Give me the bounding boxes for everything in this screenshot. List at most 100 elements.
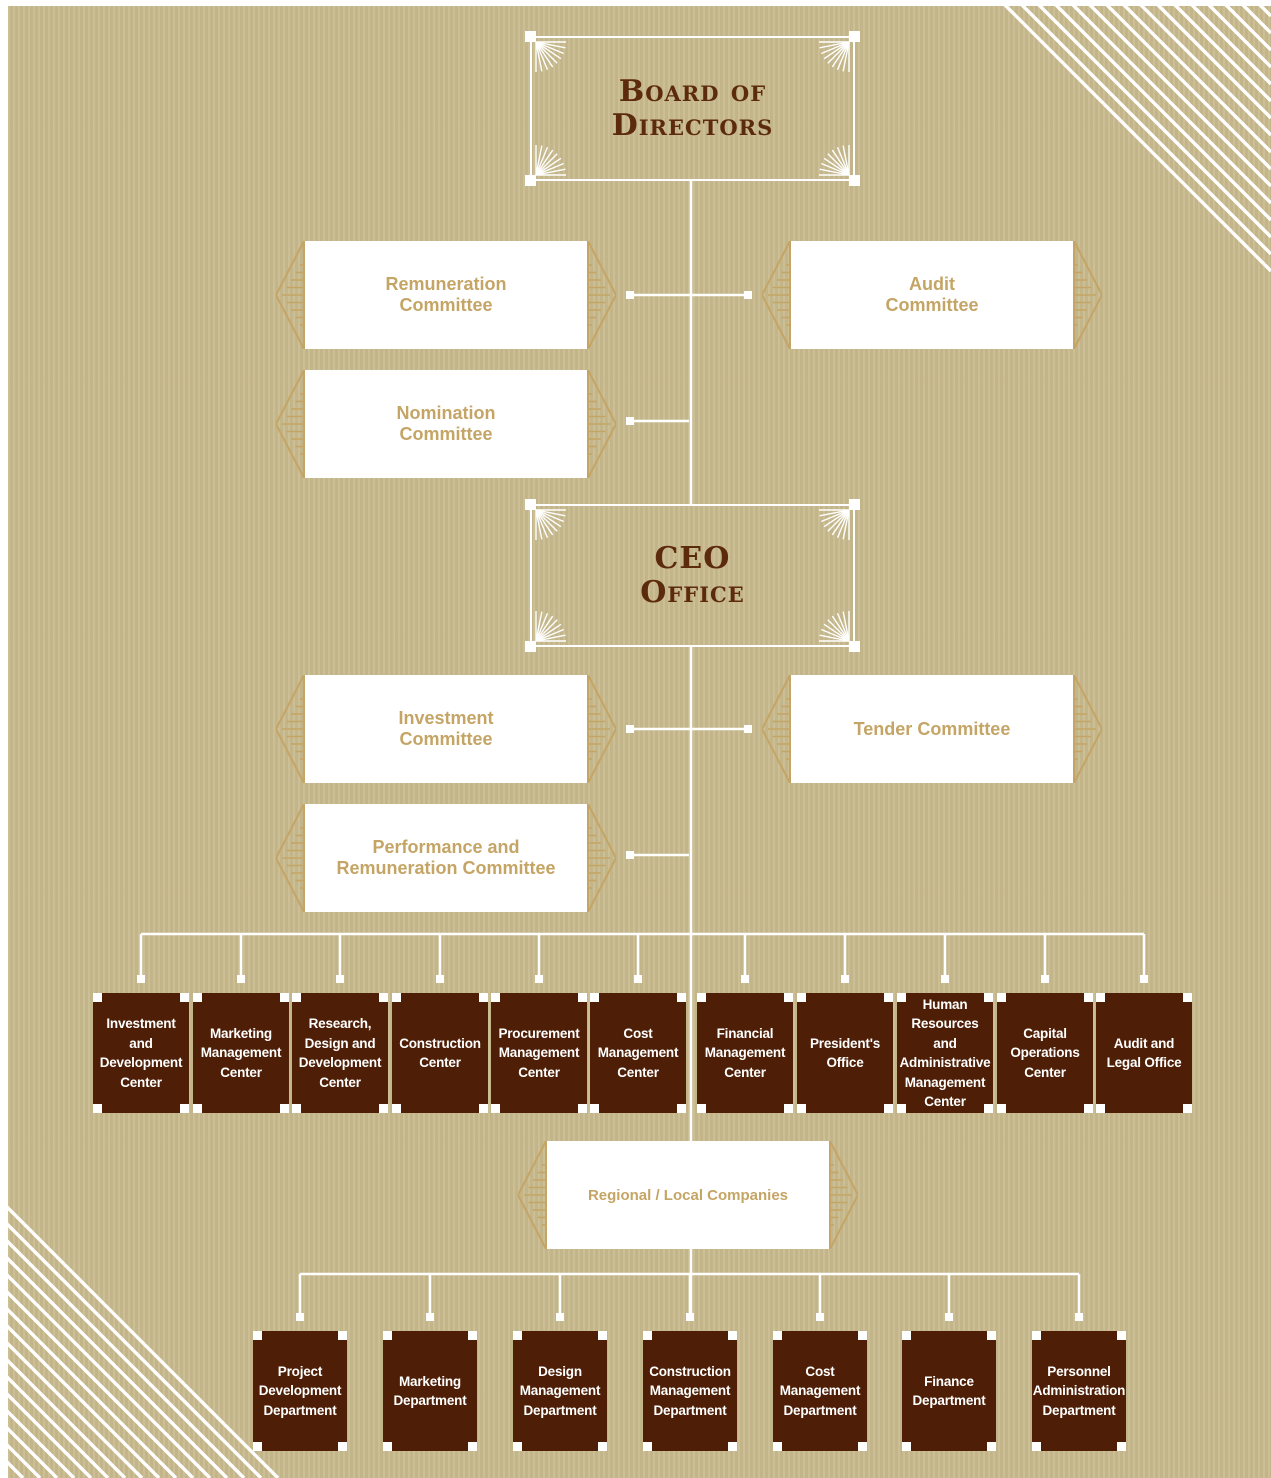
box-corner	[598, 1331, 607, 1340]
decorative-stripe	[0, 1368, 110, 1478]
decorative-stripe	[1219, 0, 1271, 52]
box-label-line: Capital	[1023, 1025, 1067, 1041]
box-corner	[578, 993, 587, 1002]
connector-node	[426, 1313, 434, 1321]
fan-ornament-icon	[819, 41, 850, 72]
decorative-stripe	[0, 1317, 161, 1478]
decorative-stripe	[1015, 0, 1271, 256]
box-label-line: Personnel	[1047, 1363, 1111, 1379]
box-corner	[797, 993, 806, 1002]
connector-node	[1140, 975, 1148, 983]
decorative-stripe	[0, 1283, 195, 1478]
box-label-line: Department	[912, 1393, 986, 1408]
committee-box-shape	[762, 241, 1102, 349]
committee-box-shape	[762, 675, 1102, 783]
board-title-line-1: Board of	[618, 73, 767, 109]
box-label-line: Center	[924, 1094, 966, 1109]
decorative-stripe	[0, 1453, 25, 1478]
decorative-stripe	[1151, 0, 1271, 120]
box-label-line: and	[129, 1035, 153, 1051]
decorative-stripe	[0, 1232, 246, 1478]
decorative-stripe	[1066, 0, 1271, 205]
decorative-stripe	[0, 1385, 93, 1478]
committee-box-shape	[276, 241, 616, 349]
decorative-stripe	[998, 0, 1271, 273]
box-corner	[280, 993, 289, 1002]
connector-node	[941, 975, 949, 983]
box-corner	[1096, 993, 1105, 1002]
box-corner	[643, 1331, 652, 1340]
connector-node	[535, 975, 543, 983]
box-corner	[1084, 1104, 1093, 1113]
box-corner	[180, 1104, 189, 1113]
decorative-stripe	[0, 1266, 212, 1478]
committee-box-shape	[518, 1141, 858, 1249]
box-corner	[984, 993, 993, 1002]
decorative-stripe	[0, 1300, 178, 1478]
frame-corner	[849, 641, 860, 652]
decorative-stripe	[1032, 0, 1271, 239]
connector-node	[556, 1313, 564, 1321]
box-corner	[491, 1104, 500, 1113]
frame-corner	[525, 499, 536, 510]
decorative-stripe	[0, 1402, 76, 1478]
box-corner	[1183, 993, 1192, 1002]
box-corner	[193, 1104, 202, 1113]
box-corner	[897, 1104, 906, 1113]
ceo-office-title: CEO Office	[532, 541, 853, 610]
fan-ornament-icon	[535, 509, 566, 540]
decorative-stripe	[1117, 0, 1271, 154]
box-label-line: Center	[724, 1064, 766, 1080]
box-label-line: Center	[419, 1055, 461, 1070]
box-label-line: Center	[1024, 1064, 1066, 1080]
committee-box-shape	[276, 370, 616, 478]
committee-box-shape	[276, 675, 616, 783]
box-label-line: Management	[200, 1045, 282, 1061]
box-label-line: Administration	[1032, 1383, 1126, 1399]
box-corner	[997, 993, 1006, 1002]
box-corner	[677, 993, 686, 1002]
committee-label-line: Committee	[399, 424, 493, 444]
box-label-line: President's	[809, 1035, 881, 1051]
connector-node	[436, 975, 444, 983]
connector-node	[1041, 975, 1049, 983]
decorative-stripe	[0, 1419, 59, 1478]
ceo-office-box: CEO Office	[525, 499, 860, 652]
fan-ornament-icon	[819, 509, 850, 540]
box-corner	[590, 1104, 599, 1113]
committee-label-line: Investment	[398, 708, 494, 728]
box-label-line: Office	[826, 1055, 864, 1070]
box-label-line: Center	[220, 1064, 262, 1080]
box-corner	[902, 1442, 911, 1451]
box-corner	[697, 993, 706, 1002]
connector-node	[137, 975, 145, 983]
box-corner	[383, 1442, 392, 1451]
box-corner	[338, 1442, 347, 1451]
decorative-stripe	[0, 1334, 144, 1478]
frame-corner	[849, 31, 860, 42]
box-corner	[292, 1104, 301, 1113]
box-corner	[491, 993, 500, 1002]
box-corner	[1183, 1104, 1192, 1113]
box-label-line: Cost	[623, 1025, 653, 1041]
decorative-stripe	[0, 1215, 263, 1478]
frame-corner	[849, 499, 860, 510]
